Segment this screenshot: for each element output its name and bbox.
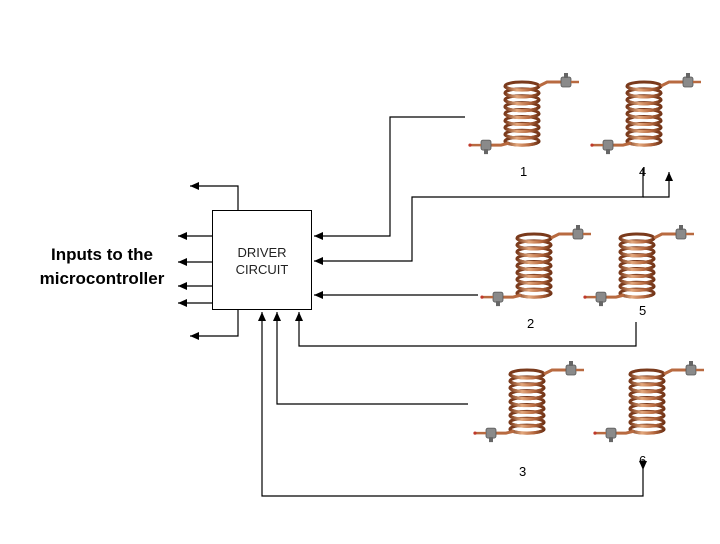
coil-label-5: 5 xyxy=(639,303,646,318)
wire-coil-5 xyxy=(295,312,637,347)
output-arrows xyxy=(178,182,239,340)
wire-coil-6 xyxy=(258,312,644,497)
input-wires xyxy=(258,116,673,497)
wire-coil-1 xyxy=(314,116,465,240)
wire-coil-4-up xyxy=(643,172,673,198)
coil-label-1: 1 xyxy=(520,164,527,179)
coil-labels: 1 4 2 5 3 6 xyxy=(519,164,646,479)
driver-label-line1: DRIVER xyxy=(237,245,287,260)
copper-coil-3 xyxy=(473,361,584,443)
driver-circuit-box: DRIVER CIRCUIT xyxy=(212,210,312,310)
output-arrow-6 xyxy=(190,310,239,340)
wire-coil-4 xyxy=(314,168,644,265)
driver-label-line2: CIRCUIT xyxy=(235,262,289,277)
inputs-label-line2: microcontroller xyxy=(39,269,165,288)
inputs-to-microcontroller-label: Inputs to the microcontroller xyxy=(22,243,182,291)
coil-label-3: 3 xyxy=(519,464,526,479)
copper-coil-4 xyxy=(590,73,701,155)
driver-circuit-label: DRIVER CIRCUIT xyxy=(213,244,311,278)
coil-label-2: 2 xyxy=(527,316,534,331)
coil-group xyxy=(468,73,704,443)
output-arrow-1 xyxy=(190,182,239,210)
inputs-label-line1: Inputs to the xyxy=(51,245,153,264)
coil-label-4: 4 xyxy=(639,164,646,179)
copper-coil-5 xyxy=(583,225,694,307)
copper-coil-6 xyxy=(593,361,704,443)
copper-coil-2 xyxy=(480,225,591,307)
coil-label-6: 6 xyxy=(639,453,646,468)
copper-coil-1 xyxy=(468,73,579,155)
wire-coil-3 xyxy=(273,312,468,405)
